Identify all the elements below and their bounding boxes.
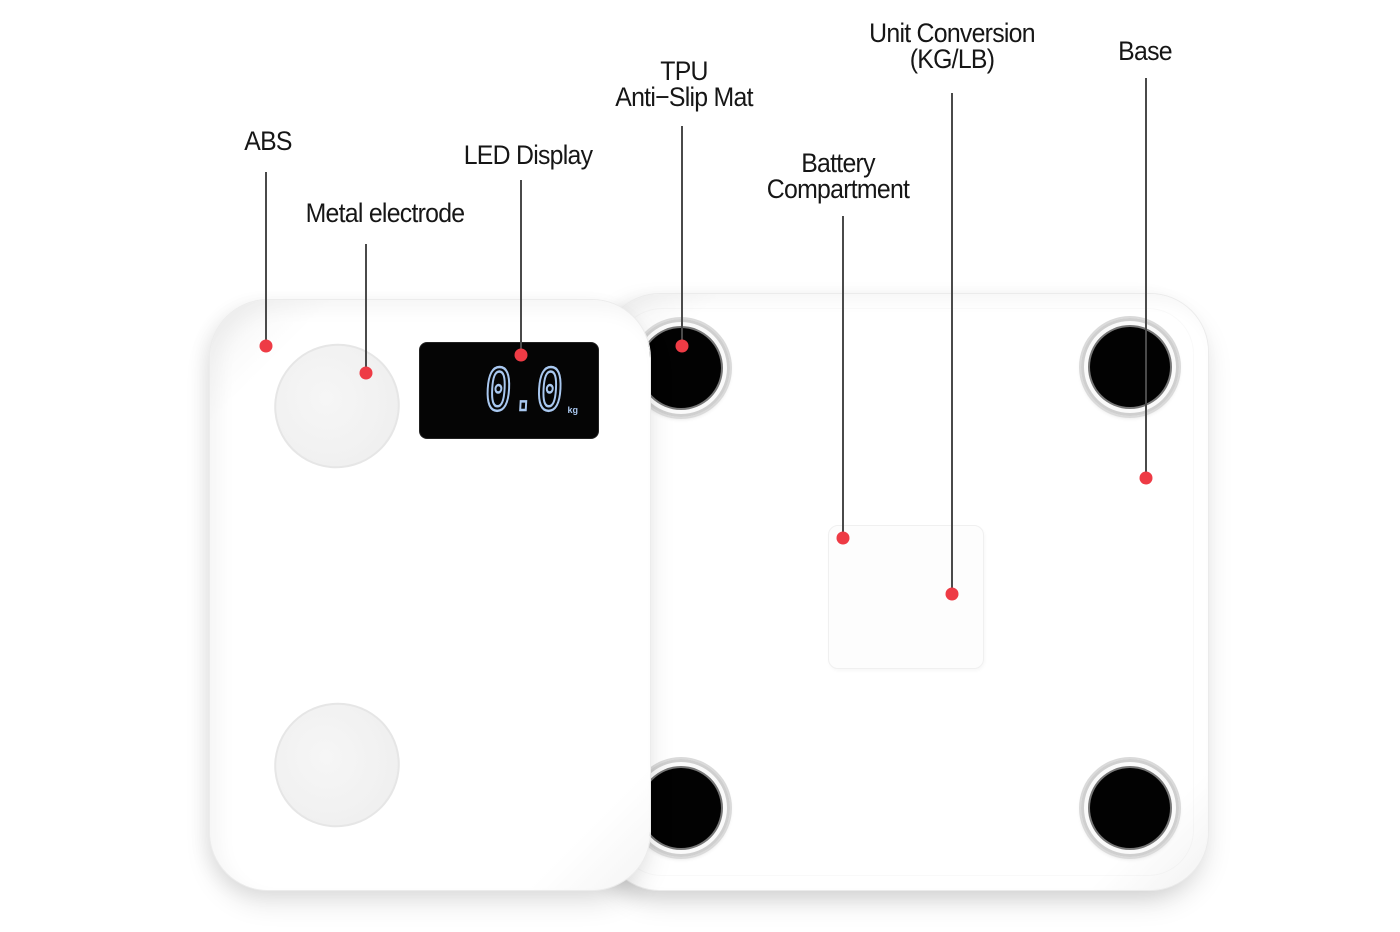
callout-dot-metal-electrode: [359, 366, 373, 380]
led-display: 0.0 kg: [420, 343, 598, 438]
callout-dot-led-display: [514, 348, 528, 362]
label-tpu-anti-slip-mat: TPU Anti−Slip Mat: [615, 56, 753, 112]
label-battery-compartment: Battery Compartment: [766, 148, 910, 204]
label-base: Base: [1118, 36, 1172, 66]
callout-line-base: [1145, 78, 1147, 478]
label-abs: ABS: [244, 126, 292, 156]
callout-line-unit-conversion: [951, 93, 953, 594]
led-unit: kg: [567, 405, 578, 415]
anti-slip-foot-top-right: [1081, 318, 1179, 416]
battery-compartment-cover: [828, 525, 984, 669]
led-reading: 0.0: [482, 355, 565, 425]
label-unit-conversion: Unit Conversion (KG/LB): [869, 18, 1035, 74]
callout-line-battery: [842, 216, 844, 538]
callout-dot-abs: [259, 339, 273, 353]
label-metal-electrode: Metal electrode: [305, 198, 466, 228]
callout-dot-base: [1139, 471, 1153, 485]
callout-dot-unit-conversion: [945, 587, 959, 601]
callout-line-abs: [265, 172, 267, 346]
label-led-display: LED Display: [463, 140, 593, 170]
callout-dot-tpu: [675, 339, 689, 353]
anti-slip-foot-bottom-right: [1081, 759, 1179, 857]
callout-line-tpu: [681, 126, 683, 346]
callout-dot-battery: [836, 531, 850, 545]
callout-line-led-display: [520, 180, 522, 355]
callout-line-metal-electrode: [365, 244, 367, 373]
